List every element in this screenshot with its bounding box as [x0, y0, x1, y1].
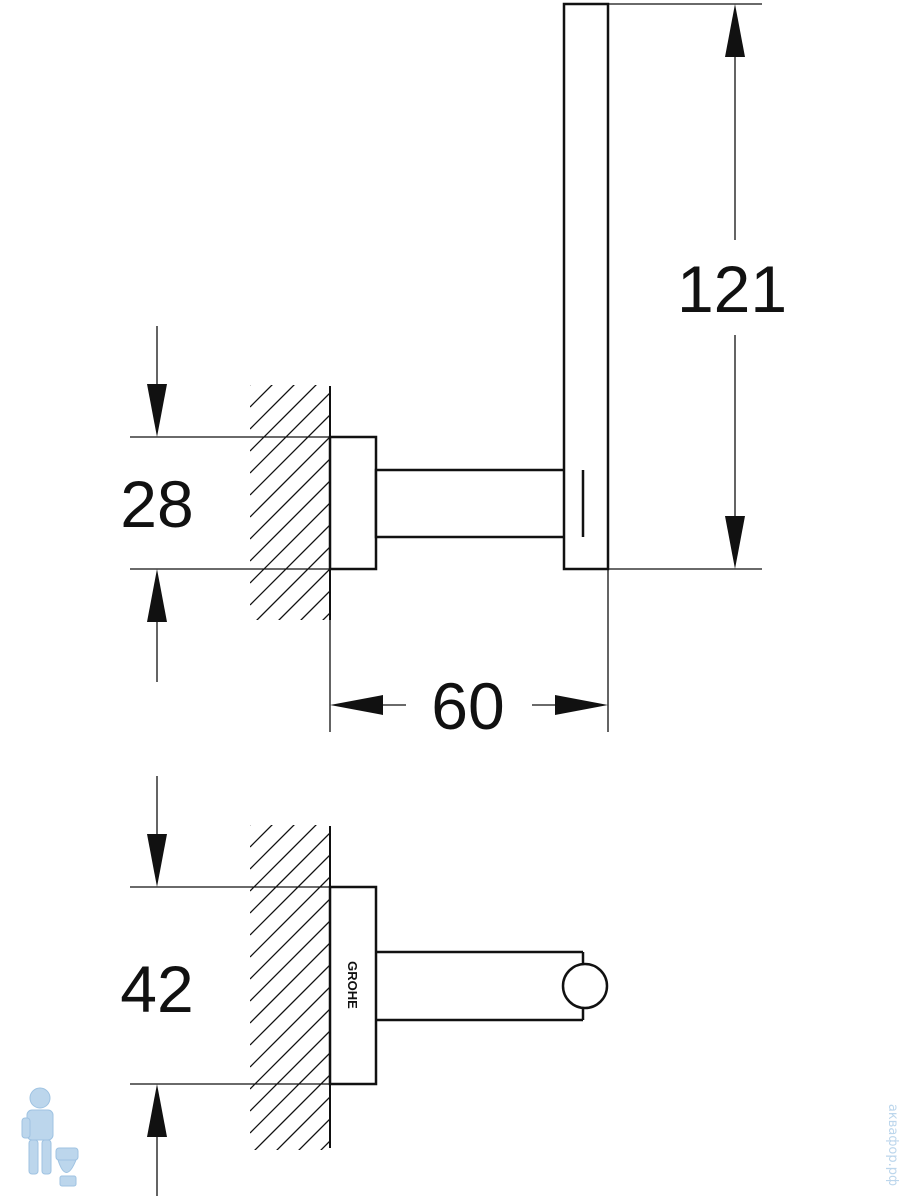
hatch-line: [250, 480, 330, 562]
arrowhead-down: [147, 834, 167, 887]
dimension-28: [147, 326, 167, 682]
hatch-line: [250, 385, 273, 408]
hatch-line: [250, 942, 330, 1024]
wall-hatching-side: [250, 385, 331, 620]
arrowhead-up: [147, 1084, 167, 1137]
wall-mount-plate: [328, 885, 378, 1086]
dimension-label-60: 60: [431, 669, 504, 743]
hatch-line: [250, 964, 330, 1046]
watermark-url: аквафор.рф: [885, 1104, 900, 1186]
hatch-line: [250, 524, 330, 606]
hatch-line: [250, 898, 330, 980]
vertical-post: [562, 2, 610, 571]
hatch-line: [250, 825, 273, 848]
brand-logo: GROHE: [345, 961, 360, 1009]
wall-hatching-top-view: [250, 825, 331, 1150]
hatch-line: [276, 1096, 330, 1150]
hatch-line: [250, 392, 330, 474]
hatch-line: [250, 920, 330, 1002]
hatch-line: [250, 825, 295, 870]
dimension-42: [147, 776, 167, 1196]
hatch-line: [298, 1118, 330, 1150]
arrowhead-left: [330, 695, 383, 715]
arrowhead-up: [147, 569, 167, 622]
hatch-line: [250, 876, 330, 958]
hatch-line: [250, 385, 295, 430]
hatch-line: [256, 546, 330, 620]
arrowhead-right: [555, 695, 608, 715]
hatch-line: [250, 1052, 330, 1134]
hatch-line: [250, 825, 251, 826]
plumber-mascot-icon: [21, 1087, 79, 1187]
hatch-line: [254, 1074, 330, 1150]
hatch-line: [250, 986, 330, 1068]
arrowhead-up: [725, 4, 745, 57]
hatch-line: [250, 825, 317, 892]
hatch-line: [250, 458, 330, 540]
hatch-lines: [250, 825, 330, 1150]
side-view: [130, 2, 762, 732]
hatch-line: [300, 590, 330, 620]
dimension-label-28: 28: [120, 467, 193, 541]
dimension-label-42: 42: [120, 952, 193, 1026]
dimension-label-121: 121: [677, 252, 787, 326]
hatch-line: [250, 436, 330, 518]
hatch-line: [250, 502, 330, 584]
hatch-lines: [250, 385, 330, 620]
hatch-line: [278, 568, 330, 620]
top-view: [130, 776, 609, 1196]
wall-mount-base: [328, 435, 378, 571]
hatch-line: [250, 1008, 330, 1090]
arrowhead-down: [147, 384, 167, 437]
hatch-line: [250, 1030, 330, 1112]
dimension-121: [725, 4, 745, 569]
hatch-line: [250, 385, 251, 386]
dimension-60: [330, 695, 608, 715]
hatch-line: [250, 385, 317, 452]
holder-arm: [374, 468, 585, 539]
hatch-line: [250, 414, 330, 496]
hatch-line: [250, 832, 330, 914]
hatch-line: [322, 612, 330, 620]
hatch-line: [250, 854, 330, 936]
hatch-line: [320, 1140, 330, 1150]
post-end-circle: [561, 962, 609, 1010]
arrowhead-down: [725, 516, 745, 569]
